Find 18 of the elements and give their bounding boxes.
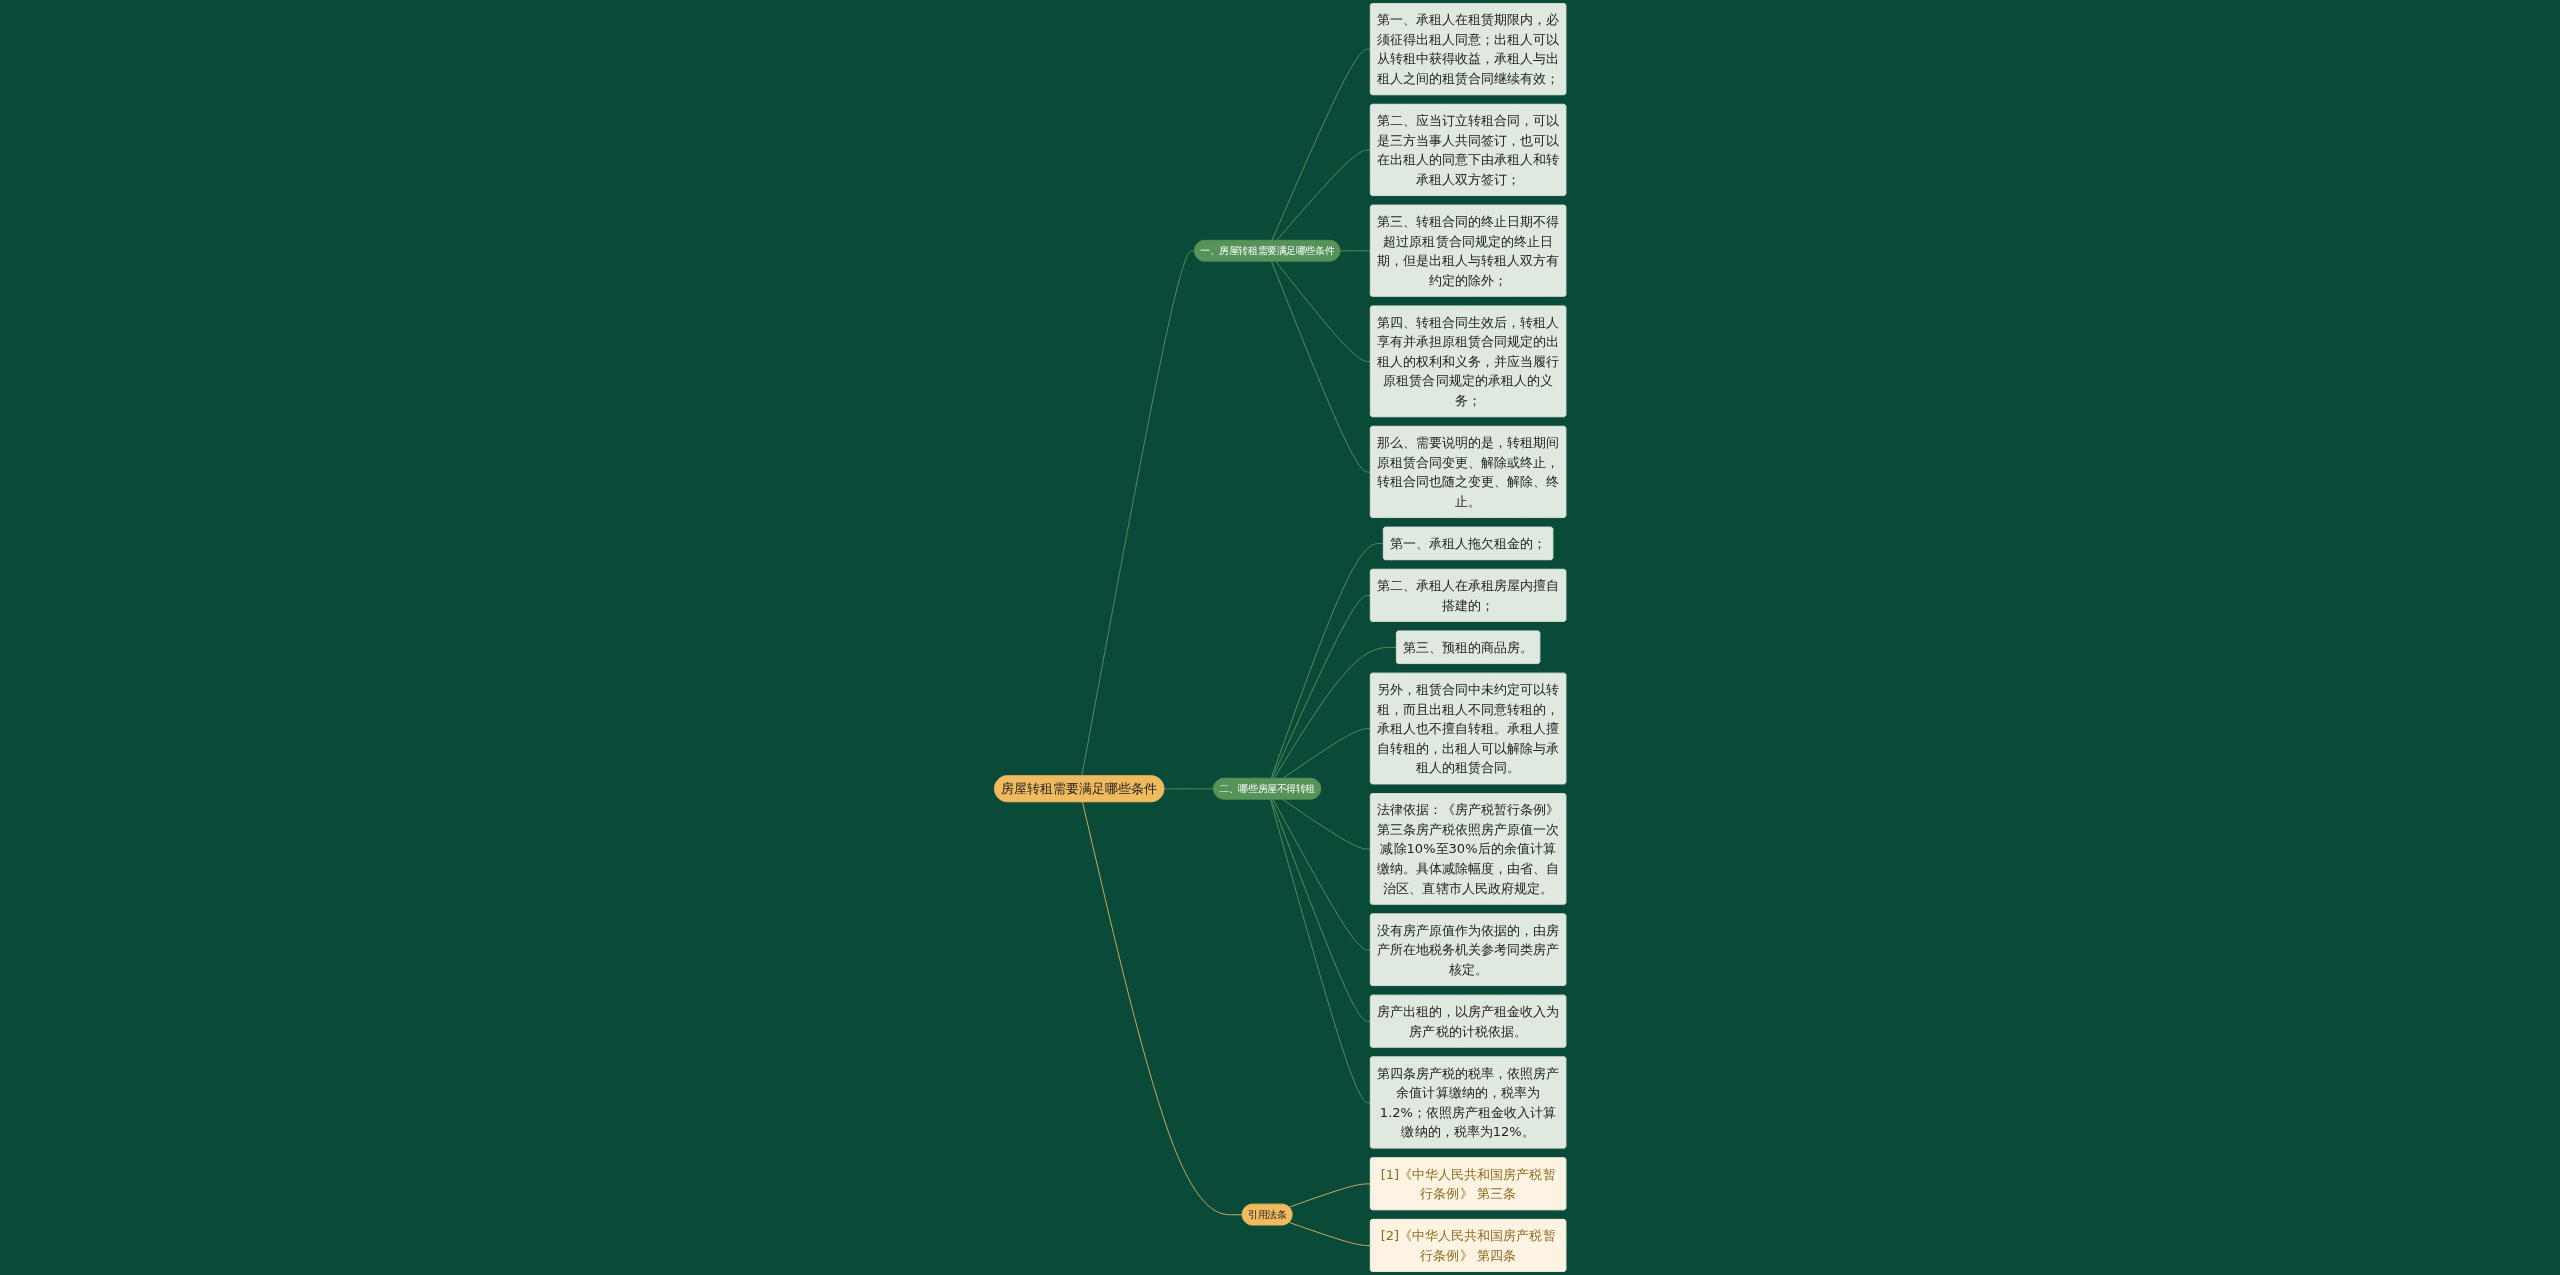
connector bbox=[1270, 543, 1384, 779]
connector bbox=[1282, 798, 1371, 850]
connector bbox=[1271, 595, 1371, 779]
connector bbox=[1163, 788, 1214, 790]
connector bbox=[1273, 647, 1397, 779]
connector bbox=[1339, 250, 1371, 252]
connector bbox=[1272, 798, 1371, 951]
connector bbox=[1282, 728, 1371, 779]
connector bbox=[1270, 260, 1371, 473]
connector bbox=[1288, 1183, 1371, 1208]
connector bbox=[1269, 798, 1371, 1104]
connector bbox=[1270, 798, 1371, 1022]
connector bbox=[1275, 260, 1371, 362]
connector bbox=[1275, 149, 1371, 241]
connector bbox=[1271, 48, 1371, 241]
connector bbox=[1288, 1221, 1371, 1247]
connector bbox=[1081, 250, 1195, 777]
connector bbox=[1081, 801, 1243, 1216]
